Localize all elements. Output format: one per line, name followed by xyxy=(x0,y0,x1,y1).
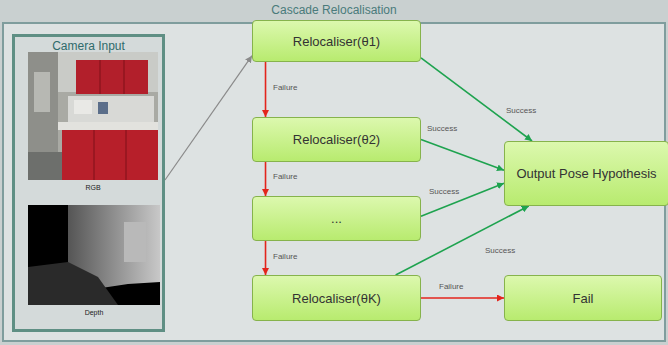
edge-label: Success xyxy=(426,124,458,134)
panel-title: Camera Input xyxy=(15,39,162,53)
relocaliser-box: Relocaliser(θ2) xyxy=(252,117,421,162)
relocaliser-box: Relocaliser(θ1) xyxy=(252,20,421,62)
output-box: Output Pose Hypothesis xyxy=(504,141,668,206)
edge-label: Success xyxy=(428,187,460,197)
edge-label: Success xyxy=(505,106,537,116)
success-arrow xyxy=(421,140,504,171)
edge-label: Failure xyxy=(438,282,464,292)
failure-arrow xyxy=(265,62,267,117)
edge-label: Failure xyxy=(272,252,298,262)
success-arrow xyxy=(421,58,532,141)
edge-label: Success xyxy=(484,246,516,256)
box-label: Relocaliser(θ2) xyxy=(287,132,386,147)
camera-images xyxy=(28,52,162,314)
failure-arrow xyxy=(265,162,267,196)
ellipsis-box: ... xyxy=(252,196,421,241)
camera-input-panel: Camera InputRGB Depth xyxy=(12,34,165,332)
image-caption: Depth xyxy=(85,309,104,317)
success-arrow xyxy=(421,183,504,216)
diagram-title: Cascade Relocalisation xyxy=(4,3,664,17)
diagram-panel: Cascade Relocalisation Camera InputRGBDe… xyxy=(2,22,666,342)
edge-label: Failure xyxy=(272,83,298,93)
box-label: Fail xyxy=(567,291,600,306)
relocaliser-box: Relocaliser(θK) xyxy=(252,275,421,321)
edge-label: Failure xyxy=(272,172,298,182)
box-label: Relocaliser(θK) xyxy=(286,291,387,306)
box-label: ... xyxy=(325,211,348,226)
box-label: Relocaliser(θ1) xyxy=(287,34,386,49)
failure-arrow xyxy=(421,297,504,299)
image-caption: RGB xyxy=(85,184,100,192)
box-label: Output Pose Hypothesis xyxy=(510,166,662,181)
failure-arrow xyxy=(265,241,267,275)
fail-box: Fail xyxy=(504,275,662,321)
input-arrow xyxy=(165,56,252,180)
